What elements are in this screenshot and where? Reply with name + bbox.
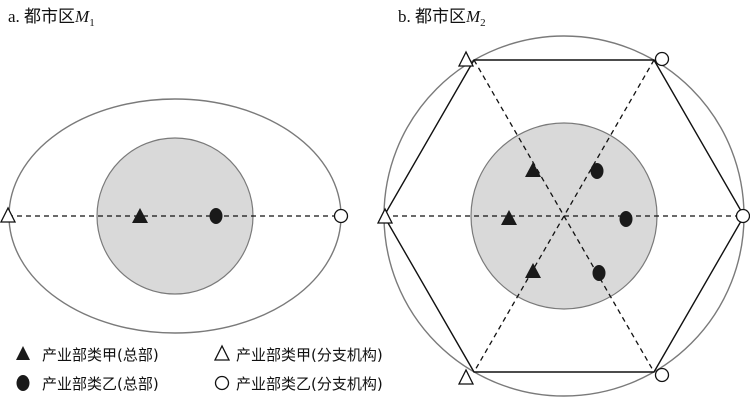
hq-a-marker (132, 208, 148, 223)
branch-b-marker (735, 208, 750, 224)
legend-branch-a-label: 产业部类甲(分支机构) (236, 346, 383, 364)
axis-line-diagonal-2 (473, 59, 655, 373)
branch-a-marker (457, 368, 475, 385)
branch-b-marker (654, 51, 670, 67)
legend-branch-a-symbol (213, 344, 231, 361)
branch-a-marker (457, 50, 475, 67)
branch-a-marker (376, 207, 394, 224)
branch-b-marker (654, 367, 670, 383)
hq-a-marker (525, 263, 541, 278)
hq-b-marker (619, 211, 633, 227)
branch-b-marker (333, 208, 349, 224)
legend-hq-a-label: 产业部类甲(总部) (42, 346, 159, 364)
hq-b-marker (590, 163, 604, 179)
legend-branch-b-label: 产业部类乙(分支机构) (236, 375, 383, 393)
legend-hq-b-label: 产业部类乙(总部) (42, 375, 159, 393)
axis-lines-m2 (384, 59, 744, 373)
hq-b-marker (209, 208, 223, 224)
hq-a-marker (525, 162, 541, 177)
panel-a-title: a. 都市区M1 (8, 7, 95, 29)
legend-branch-b-symbol (214, 375, 230, 391)
legend: 产业部类甲(总部) 产业部类甲(分支机构) 产业部类乙(总部) 产业部类乙(分支… (16, 344, 383, 393)
legend-hq-b-symbol (16, 375, 30, 391)
hq-b-marker (592, 265, 606, 281)
branch-a-marker (0, 206, 17, 223)
legend-hq-a-symbol (16, 346, 30, 360)
panel-b-title: b. 都市区M2 (398, 7, 486, 29)
hq-a-marker (501, 210, 517, 225)
